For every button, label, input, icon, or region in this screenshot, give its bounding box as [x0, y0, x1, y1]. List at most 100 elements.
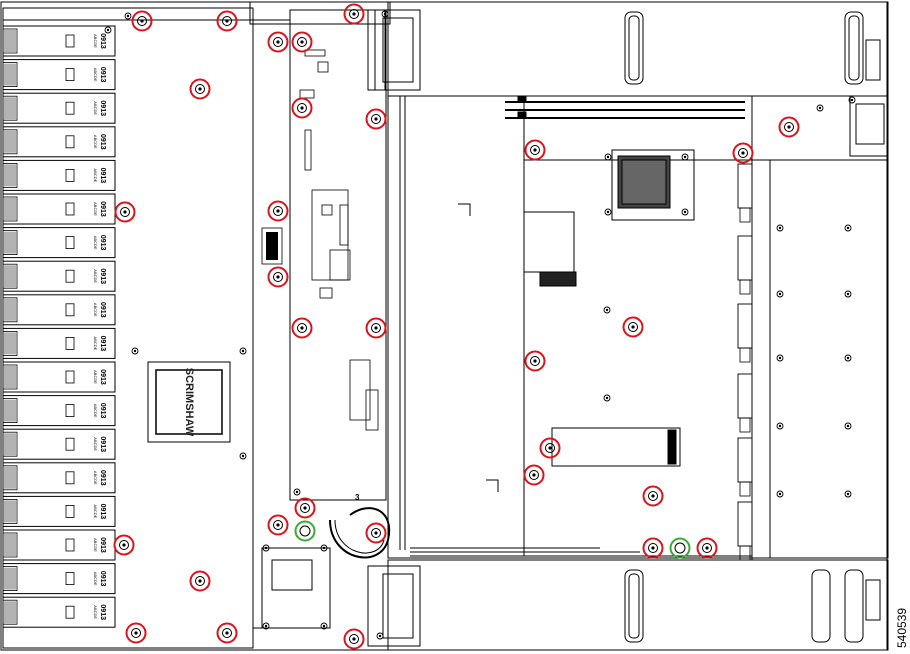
- fan-connector: [737, 163, 753, 223]
- mounting-hole: [131, 347, 139, 355]
- port-label: 0913: [99, 403, 106, 419]
- callout-number: 3: [355, 493, 360, 502]
- port-sublabel: ABCDE: [93, 303, 98, 317]
- mounting-hole-center: [264, 624, 268, 628]
- screw: [365, 522, 387, 544]
- screw: [778, 116, 800, 138]
- port-sublabel: ABCDE: [93, 605, 98, 619]
- standoff-markers: [294, 520, 691, 559]
- screw: [642, 537, 664, 559]
- screw: [125, 622, 147, 644]
- riser-component: [339, 204, 349, 246]
- riser-component: [261, 227, 283, 265]
- port-sublabel: ABCDE: [93, 337, 98, 351]
- port-label: 0913: [99, 336, 106, 352]
- screw: [642, 485, 664, 507]
- mounting-hole: [604, 208, 612, 216]
- port-sublabel: ABCDE: [93, 437, 98, 451]
- asic-package: [147, 361, 231, 443]
- mounting-hole-center: [683, 155, 687, 159]
- screw: [696, 537, 718, 559]
- riser-components: [261, 49, 379, 431]
- mounting-hole: [816, 104, 824, 112]
- mounting-hole-center: [264, 546, 268, 550]
- mounting-hole-center: [606, 155, 610, 159]
- port-sublabel: ABCDE: [93, 34, 98, 48]
- screw: [267, 31, 289, 53]
- mounting-hole: [776, 422, 784, 430]
- mounting-hole-center: [133, 349, 137, 353]
- screw: [539, 437, 561, 459]
- screw: [732, 142, 754, 164]
- port-label: 0913: [99, 302, 106, 318]
- port-sublabel: ABCDE: [93, 236, 98, 250]
- port-label: 0913: [99, 67, 106, 83]
- mounting-hole: [293, 488, 301, 496]
- mounting-hole: [681, 208, 689, 216]
- fan-connector: [737, 373, 753, 433]
- m2-slot: [551, 427, 681, 467]
- port-label: 0913: [99, 201, 106, 217]
- mounting-hole-center: [606, 210, 610, 214]
- mounting-hole-center: [778, 356, 782, 360]
- mounting-hole: [604, 153, 612, 161]
- mounting-hole-center: [818, 106, 822, 110]
- riser-component: [319, 287, 333, 299]
- port-label: 0913: [99, 168, 106, 184]
- mounting-hole-center: [850, 98, 854, 102]
- mounting-hole: [381, 10, 389, 18]
- riser-component: [329, 249, 351, 281]
- riser-component: [365, 389, 379, 431]
- mounting-hole-center: [846, 356, 850, 360]
- port-label: 0913: [99, 470, 106, 486]
- screw: [189, 570, 211, 592]
- port-label: 0913: [99, 33, 106, 49]
- mounting-hole-center: [605, 396, 609, 400]
- port-sublabel: ABCDE: [93, 169, 98, 183]
- port-label: 0913: [99, 134, 106, 150]
- standoff: [669, 537, 691, 559]
- mounting-hole: [239, 347, 247, 355]
- mounting-hole-center: [846, 492, 850, 496]
- screw: [365, 317, 387, 339]
- riser-component: [304, 129, 312, 171]
- screw: [523, 464, 545, 486]
- mounting-hole: [104, 26, 112, 34]
- riser-component: [317, 61, 329, 73]
- mounting-hole-center: [846, 292, 850, 296]
- port-label: 0913: [99, 571, 106, 587]
- mounting-hole-center: [241, 349, 245, 353]
- fan-connector: [737, 437, 753, 497]
- mounting-hole-center: [778, 292, 782, 296]
- port-label: 0913: [99, 436, 106, 452]
- screw: [622, 316, 644, 338]
- fan-connectors: [737, 163, 753, 561]
- port-sublabel: ABCDE: [93, 538, 98, 552]
- mounting-hole: [124, 12, 132, 20]
- mounting-hole-center: [846, 226, 850, 230]
- port-sublabel: ABCDE: [93, 135, 98, 149]
- screw: [365, 108, 387, 130]
- mounting-hole: [844, 354, 852, 362]
- screw: [267, 200, 289, 222]
- mounting-hole: [603, 394, 611, 402]
- mounting-hole-center: [778, 226, 782, 230]
- mounting-hole-center: [106, 28, 110, 32]
- port-sublabel: ABCDE: [93, 101, 98, 115]
- screw: [291, 31, 313, 53]
- mounting-hole-center: [778, 424, 782, 428]
- figure-id: 540539: [895, 608, 909, 648]
- mounting-hole-center: [605, 308, 609, 312]
- screw: [343, 628, 365, 650]
